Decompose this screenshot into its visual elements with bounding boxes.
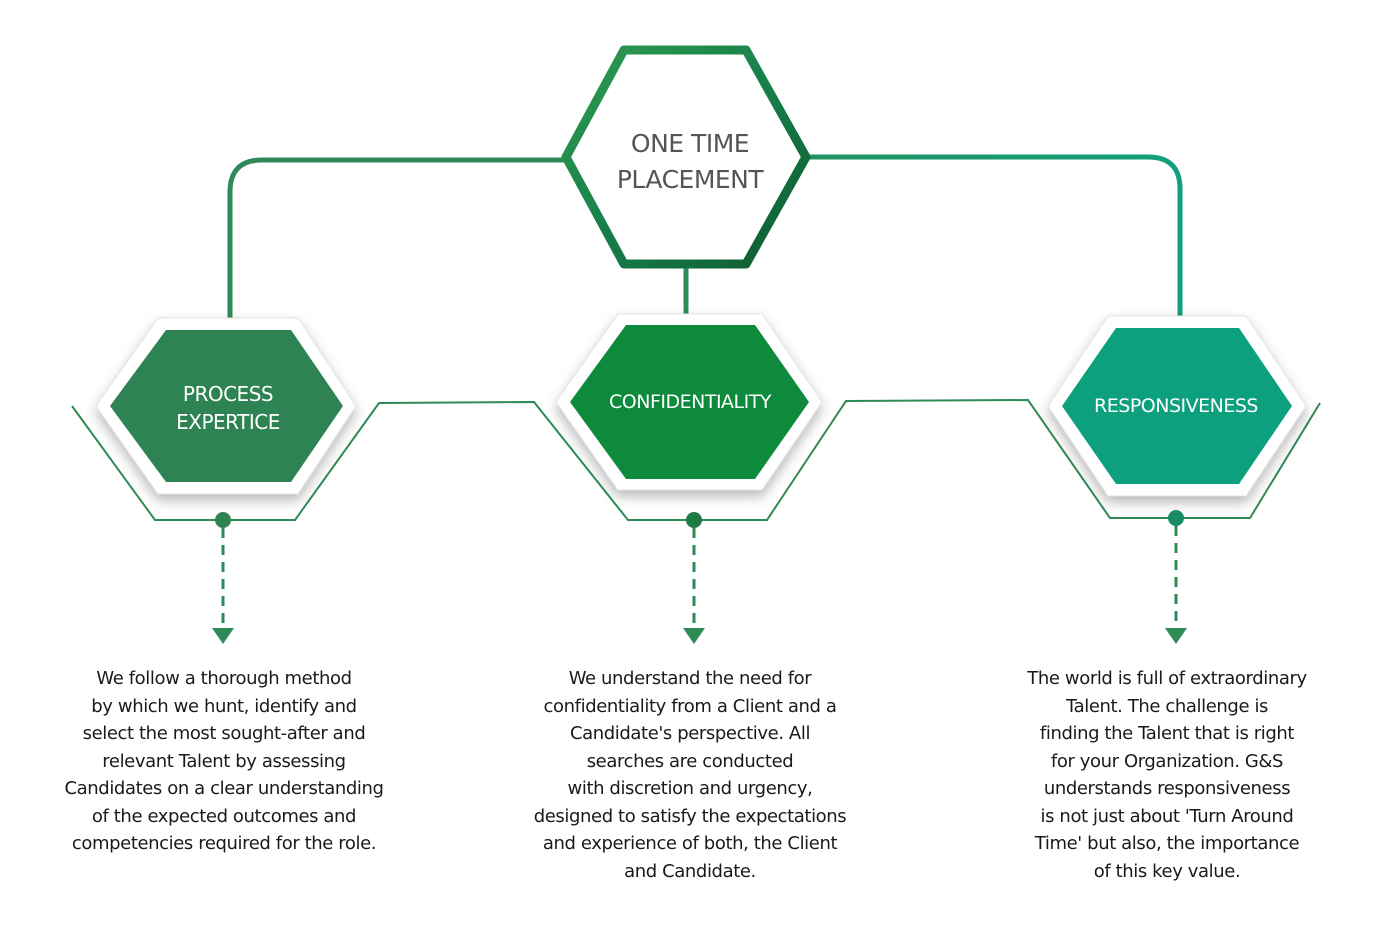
top-hexagon bbox=[561, 45, 811, 269]
responsiveness-title: RESPONSIVENESS bbox=[1094, 395, 1258, 417]
connector-top-to-responsiveness bbox=[806, 154, 1183, 316]
confidentiality-description: We understand the need for confidentiali… bbox=[533, 668, 847, 882]
process-title: PROCESS EXPERTICE bbox=[176, 382, 280, 434]
arrow-process bbox=[212, 512, 234, 644]
responsiveness-description: The world is full of extraordinary Talen… bbox=[1027, 668, 1307, 882]
connector-top-to-process bbox=[227, 157, 566, 318]
arrow-confidentiality bbox=[683, 512, 705, 644]
arrow-responsiveness bbox=[1165, 510, 1187, 644]
process-hexagon bbox=[95, 317, 357, 495]
confidentiality-hexagon bbox=[555, 313, 823, 491]
top-hexagon-title: ONE TIME PLACEMENT bbox=[616, 129, 764, 194]
responsiveness-hexagon bbox=[1047, 315, 1307, 497]
confidentiality-title: CONFIDENTIALITY bbox=[609, 391, 771, 413]
process-description: We follow a thorough method by which we … bbox=[64, 668, 384, 854]
